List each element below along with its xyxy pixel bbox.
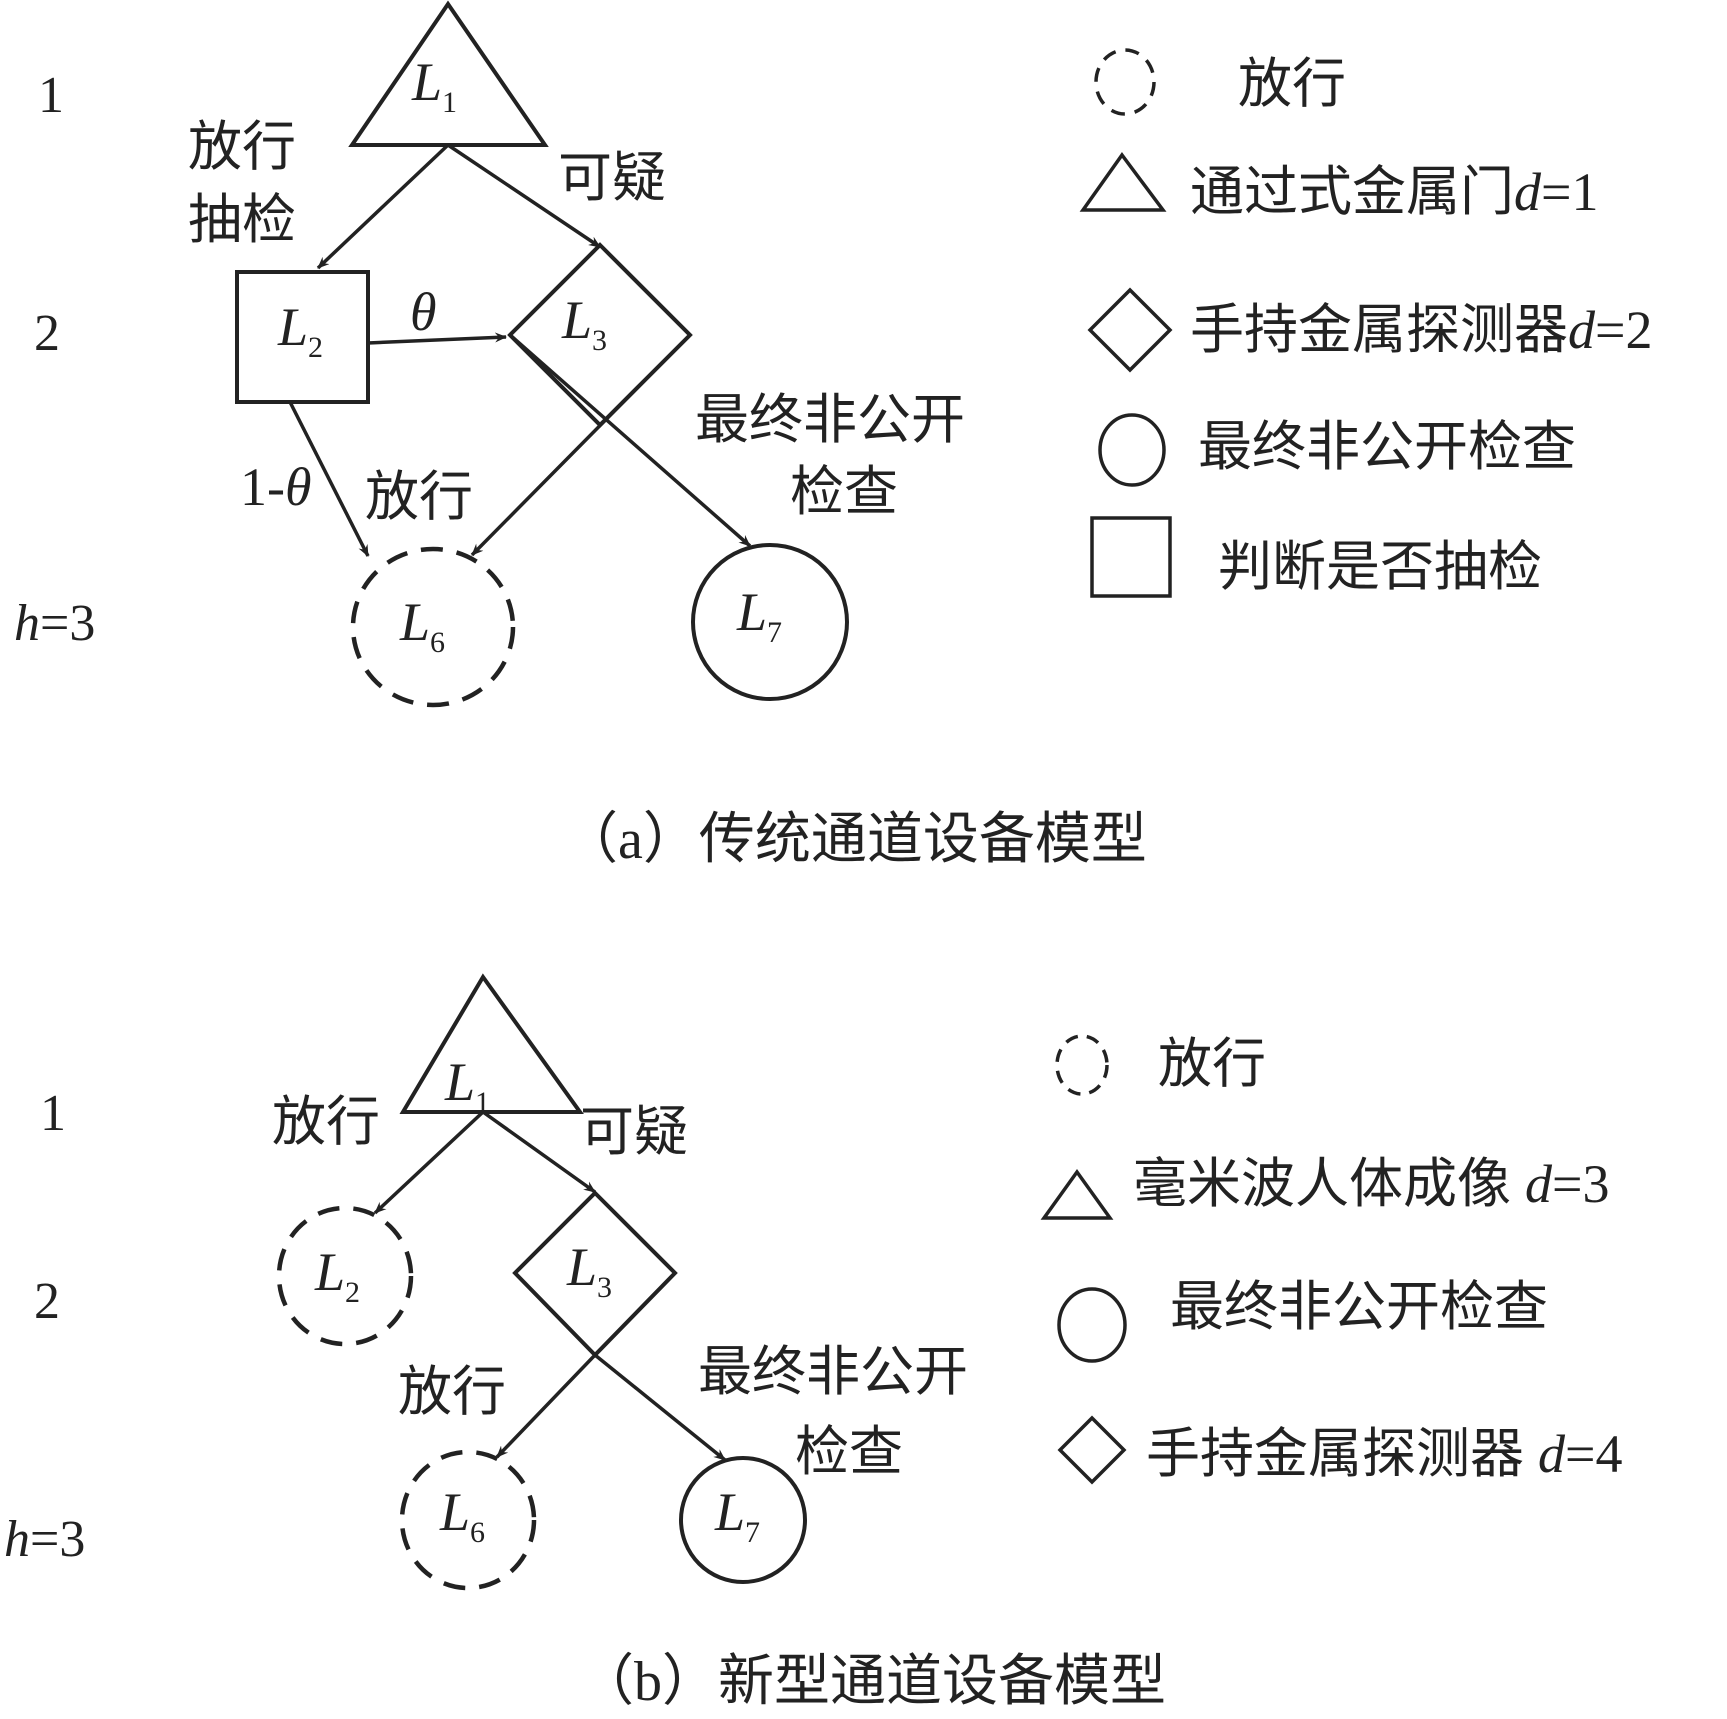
legend-circle-text: 最终非公开检查: [1198, 417, 1576, 477]
edge-label-pass-l6: 放行: [398, 1362, 506, 1422]
edge-label-sample: 抽检: [188, 190, 296, 250]
node-l6-label: L6: [439, 1482, 485, 1549]
legend-circle-icon: [1057, 1287, 1127, 1363]
legend-square-text: 判断是否抽检: [1218, 537, 1542, 597]
edge-l1-l2: [316, 143, 450, 270]
legend-circle-text: 最终非公开检查: [1170, 1277, 1548, 1337]
node-l2-label: L2: [314, 1242, 360, 1309]
level-label-1: 1: [38, 67, 64, 124]
legend-pass-icon: [1094, 48, 1156, 116]
panel-b: 1 2 h=3 L1 L2 L3 L6 L7 放行 可疑 放行 最终非公开 检查…: [4, 973, 1622, 1713]
node-l2-square: [235, 270, 370, 404]
edge-l3-l7: [508, 333, 752, 548]
legend-triangle-icon: [1040, 1168, 1114, 1220]
node-l2-dashed-circle: [276, 1205, 414, 1347]
legend-circle-icon: [1098, 413, 1166, 487]
level-label-h3: h=3: [4, 1511, 85, 1568]
edge-label-pass: 放行: [272, 1092, 380, 1152]
node-l3-label: L3: [561, 290, 607, 357]
edge-label-suspect: 可疑: [580, 1102, 688, 1162]
node-l1-label: L1: [411, 52, 457, 119]
edge-label-final-2: 检查: [795, 1422, 903, 1482]
panel-a: 1 2 h=3 L1 L2 L3 L6 L7 放行 抽检 可疑 θ 1-θ 放行…: [14, 0, 1652, 871]
caption-a: （a）传统通道设备模型: [562, 809, 1147, 871]
edge-label-theta: θ: [410, 282, 437, 342]
edge-label-pass-l6: 放行: [365, 467, 473, 527]
edge-label-final-1: 最终非公开: [695, 390, 965, 450]
legend-pass-text: 放行: [1158, 1034, 1266, 1094]
edge-l3-l7: [593, 1353, 727, 1462]
level-label-2: 2: [34, 305, 60, 362]
edge-label-one-minus-theta: 1-θ: [240, 457, 312, 517]
node-l3-label: L3: [566, 1237, 612, 1304]
legend-pass-icon: [1055, 1034, 1109, 1096]
level-label-h3: h=3: [14, 595, 95, 652]
edge-l1-l3: [447, 143, 601, 249]
edge-l3-l6: [495, 1353, 597, 1459]
legend-triangle-text: 通过式金属门d=1: [1190, 162, 1598, 222]
node-l6-label: L6: [399, 592, 445, 659]
node-l7-label: L7: [736, 582, 782, 649]
legend-pass-text: 放行: [1238, 54, 1346, 114]
node-l6-dashed-circle: [399, 1449, 537, 1591]
edge-l2-l6: [288, 401, 370, 557]
edge-l3-l6: [470, 378, 647, 557]
legend-diamond-text: 手持金属探测器d=2: [1190, 300, 1652, 360]
legend-triangle-icon: [1079, 152, 1167, 212]
edge-label-suspect: 可疑: [558, 148, 666, 208]
edge-label-pass: 放行: [188, 117, 296, 177]
edge-l1-l2: [373, 1110, 485, 1215]
edge-l1-l3: [481, 1110, 597, 1194]
level-label-1: 1: [40, 1085, 66, 1142]
node-l1-triangle: [399, 973, 584, 1114]
legend-diamond-icon: [1087, 287, 1173, 373]
node-l7-label: L7: [714, 1482, 760, 1549]
node-l6-dashed-circle: [350, 546, 516, 708]
legend-a: 放行 通过式金属门d=1 手持金属探测器d=2 最终非公开检查 判断是否抽检: [1079, 48, 1652, 598]
caption-b: （b）新型通道设备模型: [578, 1651, 1166, 1713]
edge-l2-l3: [367, 332, 507, 345]
node-l1-label: L1: [444, 1052, 490, 1119]
level-label-2: 2: [34, 1273, 60, 1330]
edge-label-final-2: 检查: [790, 462, 898, 522]
node-l7-circle: [691, 543, 849, 701]
legend-square-icon: [1090, 516, 1172, 598]
node-l1-triangle: [348, 0, 549, 147]
edge-label-final-1: 最终非公开: [698, 1342, 968, 1402]
legend-diamond-icon: [1057, 1415, 1127, 1485]
node-l7-circle: [679, 1456, 807, 1584]
node-l2-label: L2: [277, 297, 323, 364]
